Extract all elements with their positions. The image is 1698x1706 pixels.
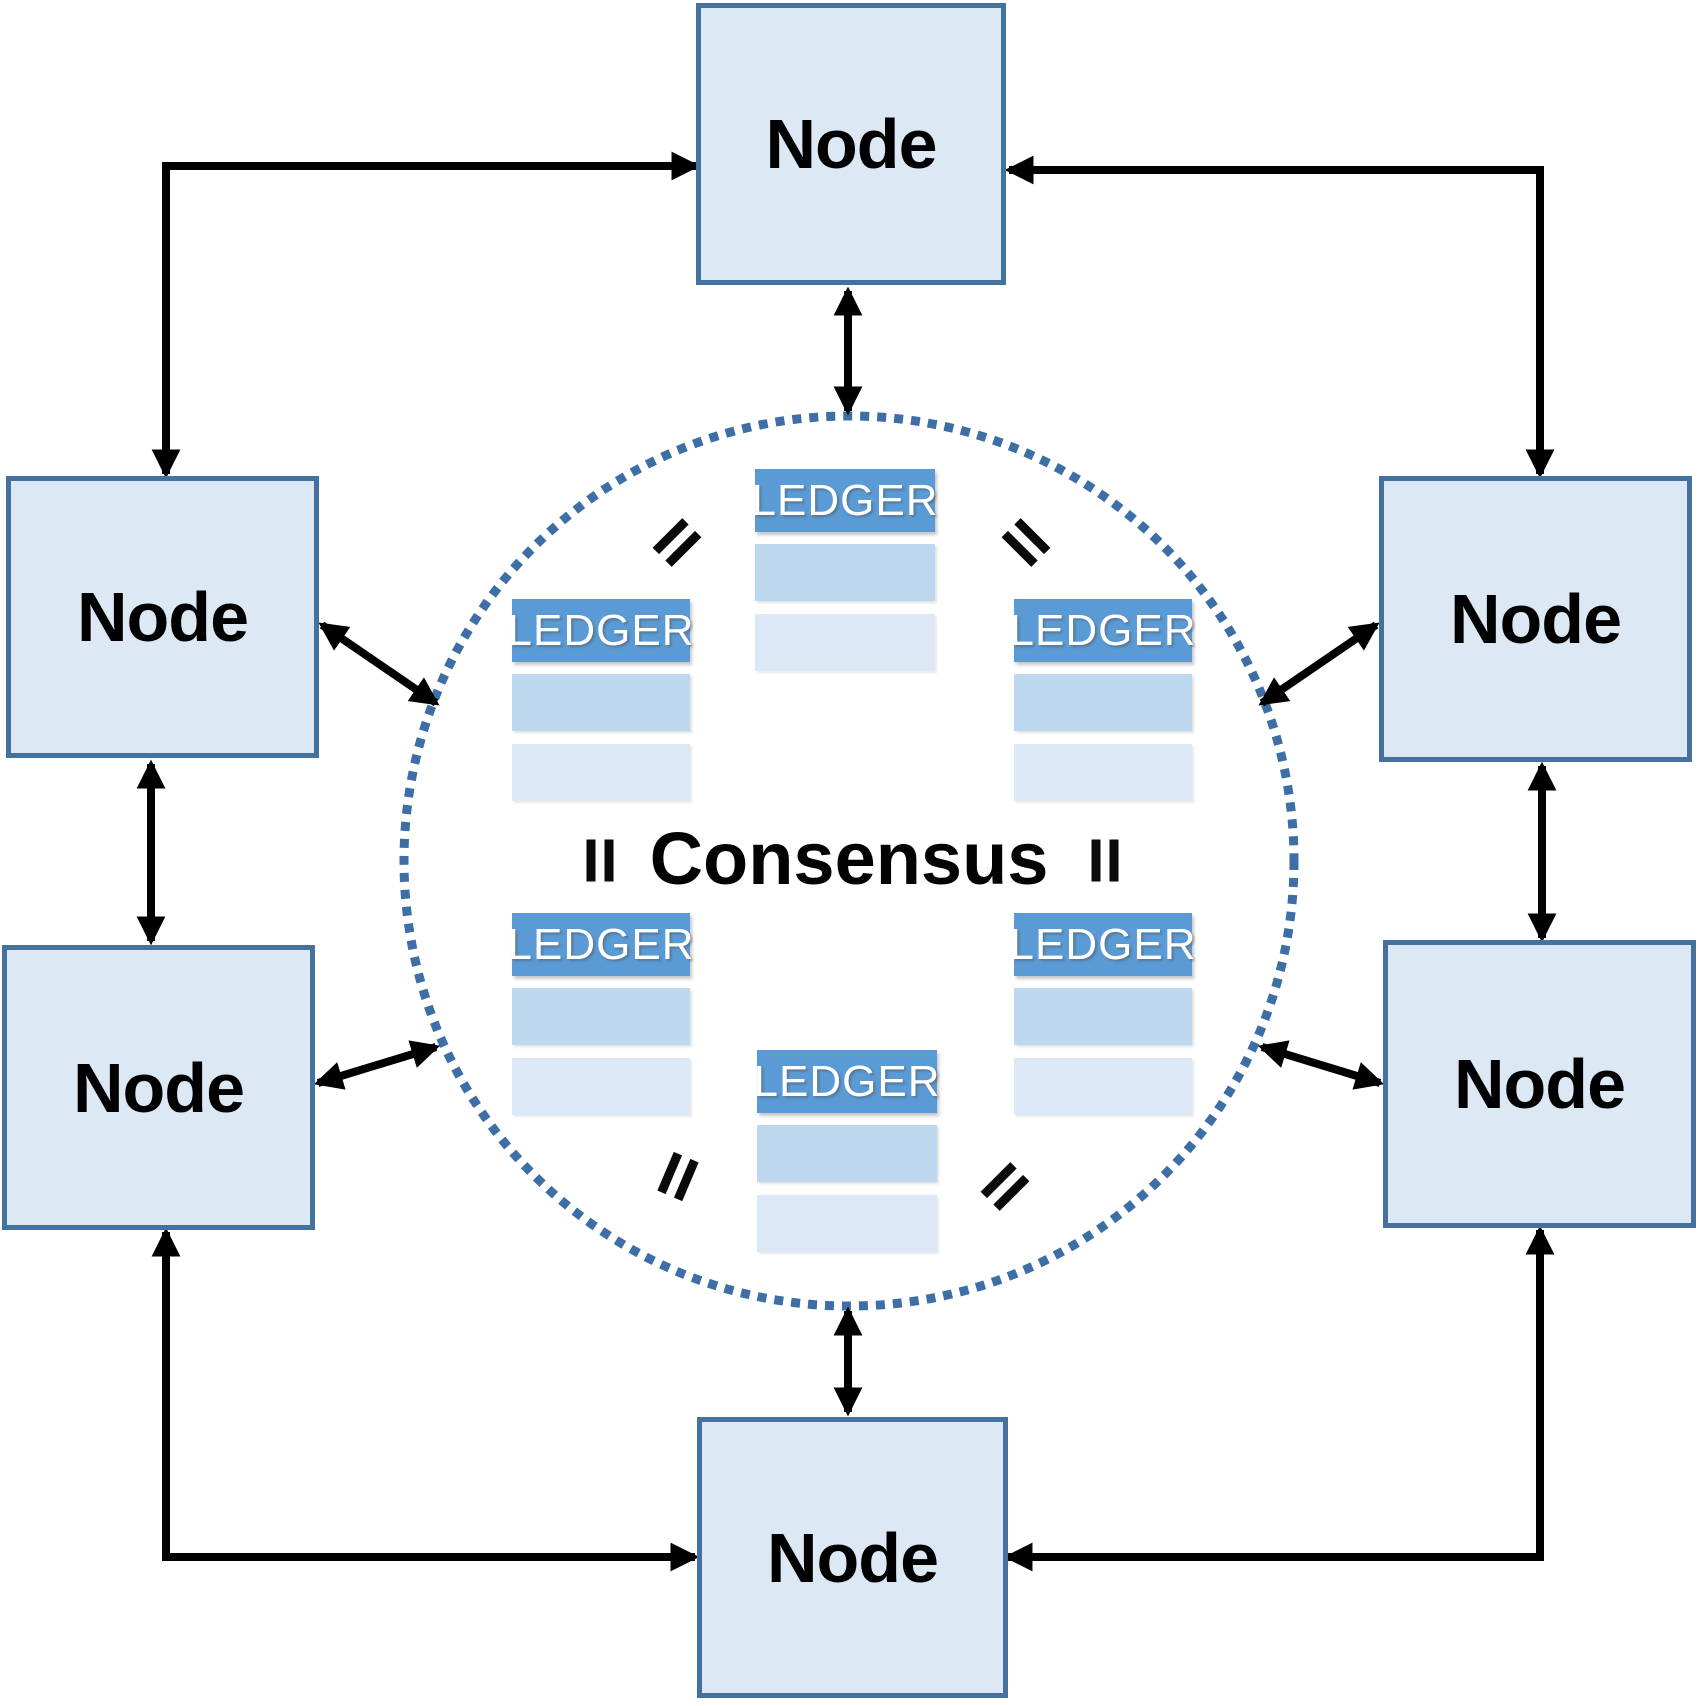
ledger-row (1014, 744, 1192, 801)
ledger-bottom-center: LEDGER (754, 1050, 939, 1252)
node-box-lower-left: Node (2, 945, 315, 1230)
equals-icon-upper-right (1001, 518, 1051, 567)
node-box-upper-left: Node (6, 476, 319, 758)
ledger-lower-left: LEDGER (508, 913, 693, 1115)
arrow-bottomright-elbow (1003, 1225, 1555, 1572)
ledger-lower-right: LEDGER (1010, 913, 1195, 1115)
node-label: Node (1454, 1045, 1626, 1123)
ledger-row (757, 1195, 937, 1252)
arrow-lowerright-node-circle (1257, 1040, 1385, 1090)
arrow-upperleft-node-circle (318, 621, 440, 707)
consensus-label: Consensus (649, 817, 1049, 900)
ledger-row (512, 988, 690, 1045)
arrow-upperright-node-circle (1258, 621, 1380, 707)
arrow-topleft-elbow (151, 151, 701, 479)
node-label: Node (1450, 580, 1622, 658)
ledger-row (512, 744, 690, 801)
ledger-row (755, 614, 935, 671)
ledger-row (757, 1125, 937, 1182)
node-label: Node (765, 105, 938, 183)
arrow-bottomleft-elbow (151, 1227, 700, 1572)
ledger-header: LEDGER (754, 1050, 939, 1113)
node-box-upper-right: Node (1379, 476, 1692, 762)
ledger-row (512, 1058, 690, 1115)
arrow-topright-elbow (1004, 155, 1555, 479)
arrow-lowerleft-node-circle (313, 1040, 441, 1090)
node-box-top: Node (696, 3, 1006, 285)
ledger-upper-left: LEDGER (508, 599, 693, 801)
ledger-header: LEDGER (752, 469, 937, 532)
node-label: Node (73, 1048, 245, 1127)
node-label: Node (767, 1518, 939, 1597)
ledger-header: LEDGER (508, 599, 693, 662)
ledger-upper-right: LEDGER (1010, 599, 1195, 801)
ledger-row (1014, 988, 1192, 1045)
node-label: Node (77, 578, 249, 656)
ledger-header: LEDGER (508, 913, 693, 976)
ledger-header: LEDGER (1010, 913, 1195, 976)
equals-icon-upper-left (652, 518, 702, 567)
node-box-bottom: Node (697, 1417, 1008, 1698)
node-box-lower-right: Node (1383, 940, 1696, 1228)
equals-icon-lower-right (980, 1162, 1030, 1211)
ledger-row (1014, 674, 1192, 731)
ledger-row (755, 544, 935, 601)
ledger-header: LEDGER (1010, 599, 1195, 662)
ledger-top-center: LEDGER (752, 469, 937, 671)
ledger-row (1014, 1058, 1192, 1115)
equals-icon-lower-left (657, 1151, 699, 1202)
ledger-row (512, 674, 690, 731)
